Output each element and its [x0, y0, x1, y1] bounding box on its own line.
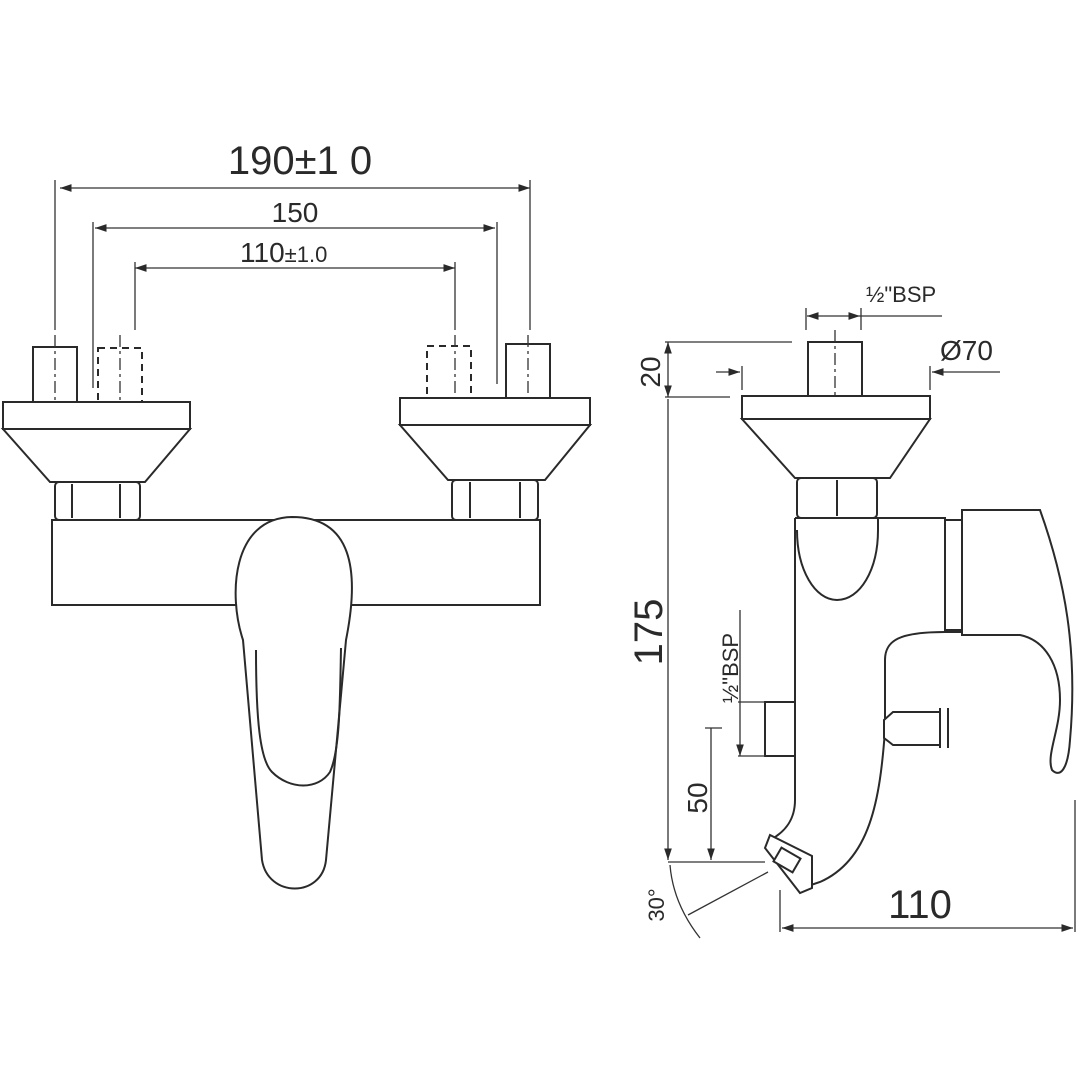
dimension-angle: 30°	[644, 864, 769, 939]
side-thread-label: ½"BSP	[718, 633, 743, 703]
flange-height-label: 20	[635, 356, 666, 387]
dimension-diameter: Ø70	[716, 335, 1000, 390]
diameter-label: Ø70	[940, 335, 993, 366]
dimension-projection: 110	[779, 800, 1076, 932]
lever-handle	[234, 515, 353, 890]
dim-middle-label: 150	[272, 197, 319, 228]
projection-label: 110	[888, 883, 952, 927]
side-lever	[961, 509, 1074, 774]
dimension-height: 20 175	[627, 341, 792, 860]
dimension-top-thread: ½"BSP	[805, 282, 942, 330]
dim-overall-label: 190±1 0	[228, 139, 372, 183]
side-flange	[739, 395, 932, 519]
dimension-side-thread: ½"BSP	[718, 610, 765, 757]
dimension-150: 150	[92, 197, 498, 388]
spout-outlet	[763, 833, 813, 895]
dimension-190: 190±1 0	[54, 139, 531, 330]
top-thread-label: ½"BSP	[866, 282, 936, 307]
diverter-knob	[883, 711, 941, 746]
left-flange	[0, 401, 193, 521]
side-view: ½"BSP Ø70 20 175	[627, 282, 1076, 939]
side-inlet	[764, 701, 796, 757]
total-height-label: 175	[627, 599, 671, 666]
side-body	[763, 509, 1074, 895]
right-flange	[397, 397, 593, 521]
angle-label: 30°	[644, 888, 669, 921]
cartridge	[944, 519, 963, 631]
dimension-outlet-height: 50	[668, 727, 765, 863]
dimension-110: 110±1.0	[134, 237, 456, 330]
right-inlet-pipe-alt	[426, 345, 472, 399]
outlet-height-label: 50	[682, 782, 713, 813]
front-view: 190±1 0 150 110±1.0	[0, 139, 593, 890]
dim-inner-label: 110±1.0	[240, 237, 327, 268]
